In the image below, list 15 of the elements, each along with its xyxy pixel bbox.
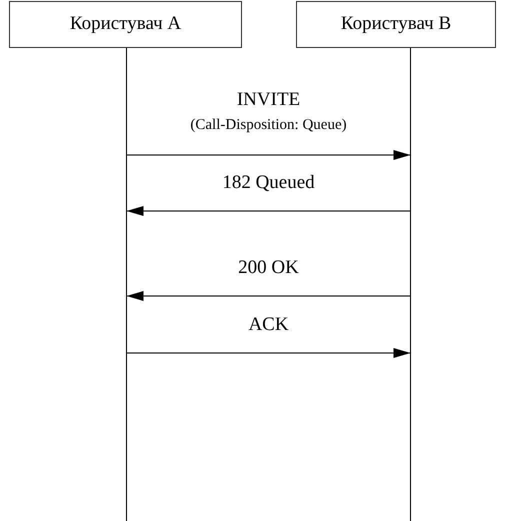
- message-arrow: [126, 150, 411, 160]
- edge-label: ACK: [248, 315, 289, 334]
- message-arrow: [126, 206, 411, 216]
- message-parameter: (Call-Disposition: Queue): [190, 118, 347, 133]
- edge-label: 182 Queued: [222, 173, 315, 192]
- participant-name: Користувач В: [340, 12, 452, 36]
- edge-label: 200 OK: [238, 258, 299, 277]
- lifeline: [126, 48, 127, 521]
- message-arrow: [126, 348, 411, 358]
- lifeline: [410, 48, 411, 521]
- participant-box: [9, 1, 242, 48]
- participant-box: [296, 1, 496, 48]
- edge-label: INVITE: [236, 90, 300, 109]
- message-arrow: [126, 291, 411, 301]
- participant-name: Користувач А: [70, 12, 182, 36]
